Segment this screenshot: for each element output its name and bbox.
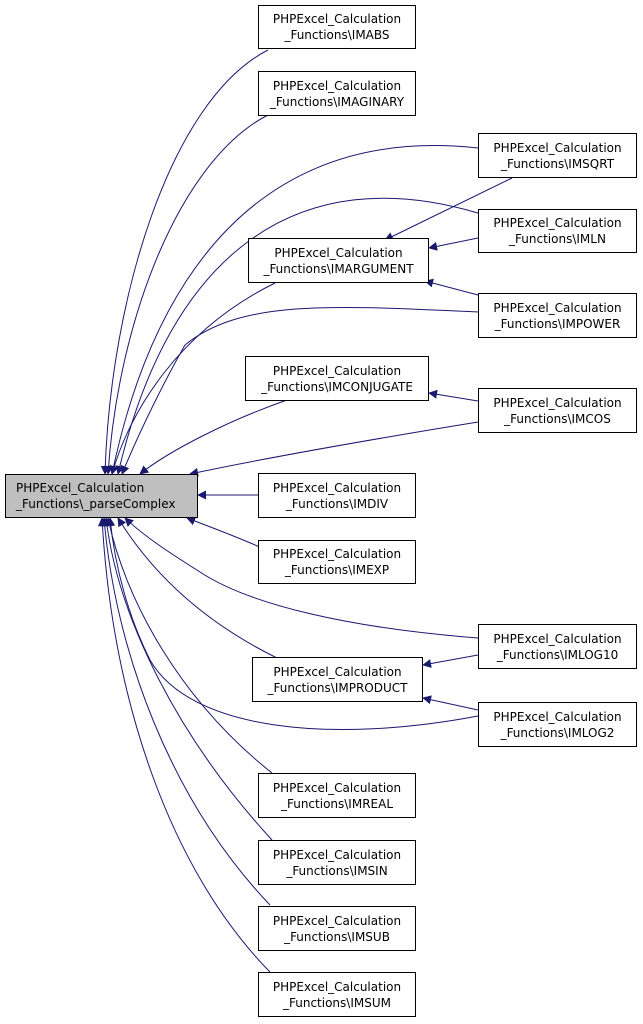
edge-imargument [109, 282, 276, 475]
node-imabs-line1: PHPExcel_Calculation [272, 12, 402, 26]
edge-imcos [189, 421, 479, 477]
node-imsin-line1: PHPExcel_Calculation [272, 847, 402, 862]
node-imsqrt-line2: _Functions\IMSQRT [500, 156, 615, 171]
node-imsqrt[interactable]: PHPExcel_Calculation _Functions\IMSQRT [478, 133, 637, 178]
edge-imlog2 [106, 517, 479, 730]
node-imargument[interactable]: PHPExcel_Calculation _Functions\IMARGUME… [248, 238, 429, 283]
node-imdiv-line1: PHPExcel_Calculation [272, 480, 402, 495]
node-imsin-line2: _Functions\IMSIN [286, 863, 388, 878]
node-imsum-line1: PHPExcel_Calculation [272, 979, 402, 994]
node-parse-complex-line1: PHPExcel_Calculation [16, 481, 145, 495]
edge-imaginary [104, 114, 269, 475]
node-impower[interactable]: PHPExcel_Calculation _Functions\IMPOWER [478, 293, 637, 338]
node-imexp[interactable]: PHPExcel_Calculation _Functions\IMEXP [258, 540, 416, 584]
node-imlog10-line1: PHPExcel_Calculation [493, 631, 622, 646]
node-impower-line2: _Functions\IMPOWER [494, 316, 621, 331]
edge-impower [120, 306, 479, 475]
node-imabs-line2: _Functions\IMABS [284, 28, 390, 42]
node-imsub-line2: _Functions\IMSUB [284, 929, 390, 944]
edge-imconjugate [139, 399, 288, 475]
node-improduct-line1: PHPExcel_Calculation [273, 664, 402, 679]
edge-imexp [186, 516, 263, 549]
node-imlog2-line2: _Functions\IMLOG2 [500, 725, 615, 740]
edge-imsin [102, 517, 273, 841]
edge-imlog2-improduct [422, 695, 479, 711]
node-imsum-line2: _Functions\IMSUM [283, 995, 391, 1010]
node-improduct[interactable]: PHPExcel_Calculation _Functions\IMPRODUC… [252, 657, 423, 702]
node-imlog10-line2: _Functions\IMLOG10 [496, 647, 619, 662]
node-imdiv[interactable]: PHPExcel_Calculation _Functions\IMDIV [258, 473, 416, 518]
node-imcos-line2: _Functions\IMCOS [504, 411, 611, 426]
edge-imsqrt [109, 145, 479, 475]
node-impower-line1: PHPExcel_Calculation [493, 300, 622, 315]
node-imsum[interactable]: PHPExcel_Calculation _Functions\IMSUM [258, 972, 416, 1017]
edge-imsum [97, 517, 271, 973]
node-imsub[interactable]: PHPExcel_Calculation _Functions\IMSUB [258, 906, 416, 951]
node-imcos-line1: PHPExcel_Calculation [493, 395, 622, 410]
node-imsub-line1: PHPExcel_Calculation [272, 913, 402, 928]
node-imabs[interactable]: PHPExcel_Calculation _Functions\IMABS [258, 5, 416, 49]
edge-imsqrt-imargument [384, 177, 513, 241]
node-imlog2-line1: PHPExcel_Calculation [493, 709, 622, 724]
edge-imlog10 [124, 517, 479, 639]
node-imconjugate[interactable]: PHPExcel_Calculation _Functions\IMCONJUG… [245, 356, 429, 401]
edge-imabs [100, 49, 269, 475]
edge-imsub [100, 517, 271, 906]
node-parse-complex[interactable]: PHPExcel_Calculation _Functions\_parseCo… [5, 474, 198, 518]
edge-imcos-imconjugate [428, 389, 479, 402]
node-imexp-line1: PHPExcel_Calculation [272, 547, 402, 561]
node-imln[interactable]: PHPExcel_Calculation _Functions\IMLN [478, 209, 637, 253]
node-imargument-line1: PHPExcel_Calculation [274, 245, 403, 260]
edge-impower-imargument [424, 278, 479, 296]
node-imlog2[interactable]: PHPExcel_Calculation _Functions\IMLOG2 [478, 702, 637, 747]
node-imaginary-line2: _Functions\IMAGINARY [269, 94, 405, 109]
edge-improduct [117, 517, 278, 659]
node-imlog10[interactable]: PHPExcel_Calculation _Functions\IMLOG10 [478, 624, 637, 669]
node-imsin[interactable]: PHPExcel_Calculation _Functions\IMSIN [258, 840, 416, 885]
node-imexp-line2: _Functions\IMEXP [284, 563, 390, 577]
node-imconjugate-line1: PHPExcel_Calculation [272, 363, 402, 378]
node-imreal[interactable]: PHPExcel_Calculation _Functions\IMREAL [258, 773, 416, 818]
node-imln-line2: _Functions\IMLN [509, 232, 606, 246]
edge-imlog10-improduct [422, 654, 479, 668]
node-imaginary-line1: PHPExcel_Calculation [272, 78, 402, 93]
node-imaginary[interactable]: PHPExcel_Calculation _Functions\IMAGINAR… [258, 71, 416, 116]
node-imreal-line1: PHPExcel_Calculation [272, 780, 402, 795]
node-imreal-line2: _Functions\IMREAL [280, 796, 394, 811]
node-imln-line1: PHPExcel_Calculation [493, 216, 622, 230]
edge-imreal [105, 517, 273, 774]
node-imconjugate-line2: _Functions\IMCONJUGATE [261, 379, 413, 394]
node-imsqrt-line1: PHPExcel_Calculation [493, 140, 622, 155]
edge-imln-imargument [428, 237, 479, 251]
node-imargument-line2: _Functions\IMARGUMENT [263, 261, 414, 276]
node-parse-complex-line2: _Functions\_parseComplex [16, 497, 176, 511]
node-imdiv-line2: _Functions\IMDIV [285, 496, 389, 511]
node-improduct-line2: _Functions\IMPRODUCT [267, 680, 408, 695]
node-imcos[interactable]: PHPExcel_Calculation _Functions\IMCOS [478, 388, 637, 433]
